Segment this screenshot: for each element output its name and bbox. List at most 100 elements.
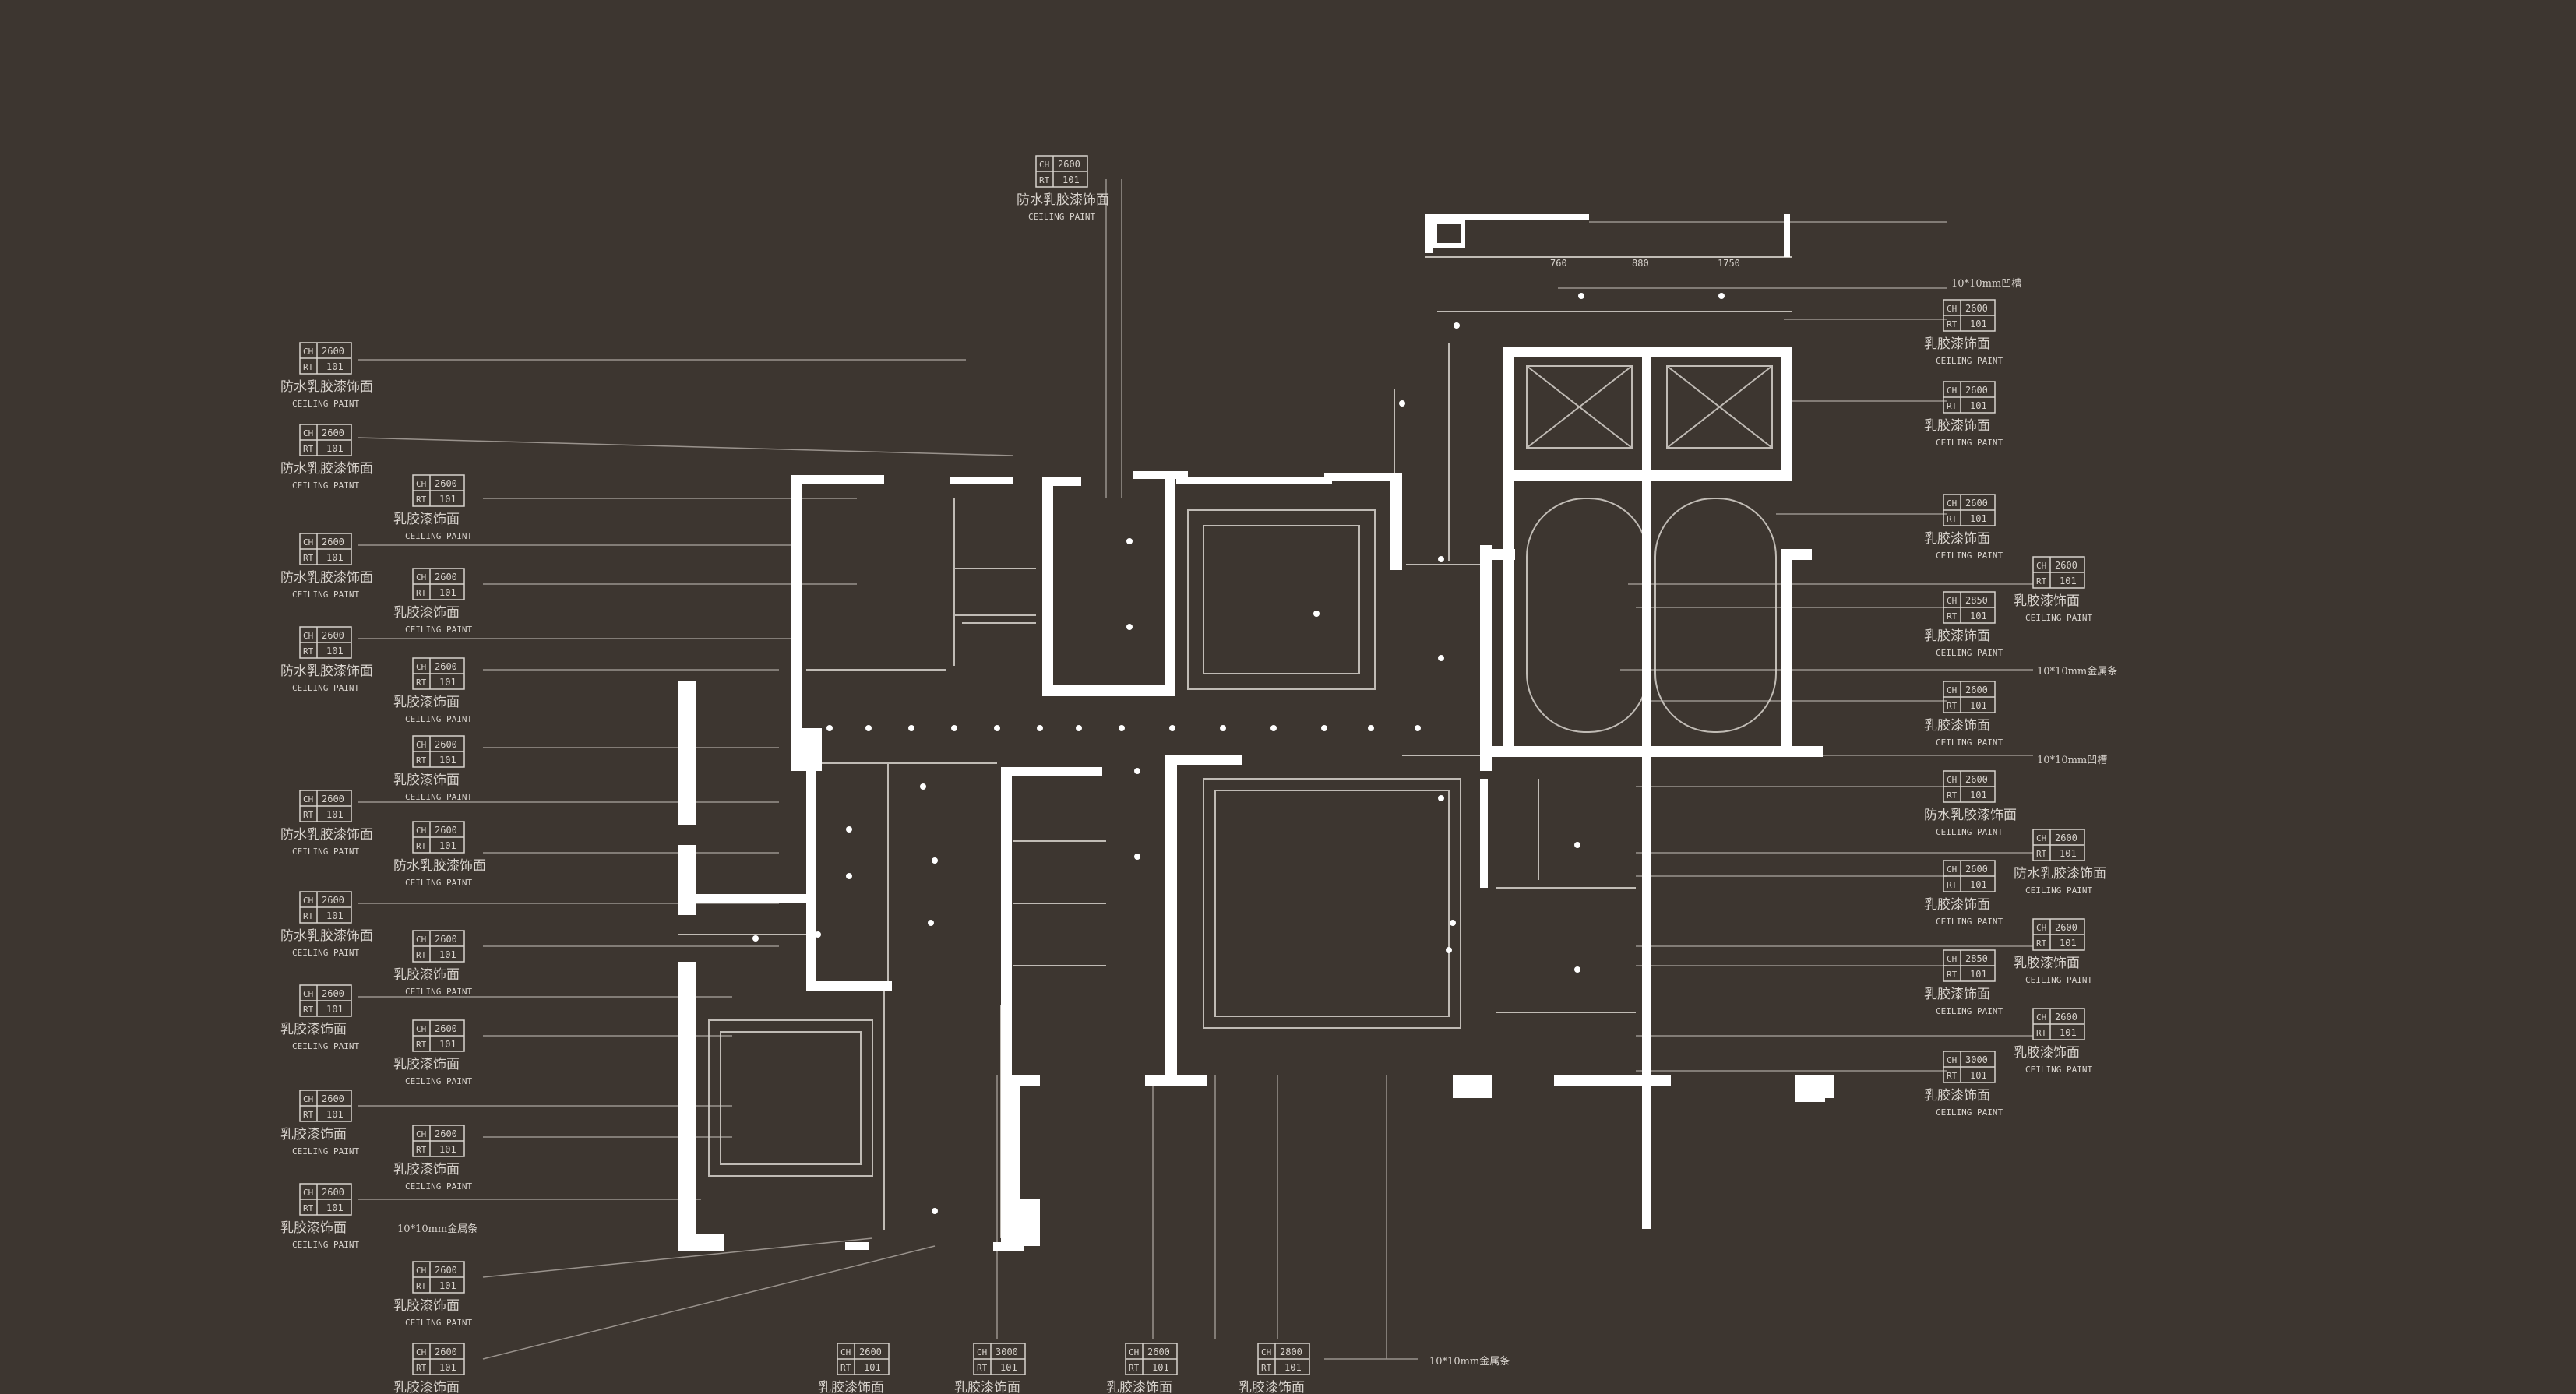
tag-material-en: CEILING PAINT [2025, 885, 2092, 896]
tag-ch-label: CH [416, 740, 426, 750]
tag-rt-label: RT [1947, 611, 1958, 621]
ceiling-recess-outline [1203, 525, 1360, 674]
tag-ch-label: CH [2036, 561, 2046, 571]
tag-ch-label: CH [1129, 1347, 1139, 1357]
leader-lines [358, 179, 2033, 1360]
tag-ch-label: CH [1947, 864, 1957, 875]
tag-material-en: CEILING PAINT [292, 590, 359, 600]
tag-rt-label: RT [977, 1363, 988, 1373]
tag-material-en: CEILING PAINT [405, 1181, 472, 1192]
tag-material-cn: 乳胶漆饰面 [2014, 593, 2080, 609]
interior-detail-lines [678, 256, 1792, 1238]
tag-ch-label: CH [303, 1188, 313, 1198]
tag-code-value: 101 [326, 1004, 344, 1015]
tag-code-value: 101 [1062, 174, 1080, 185]
tag-ch-label: CH [1947, 775, 1957, 785]
tag-ch-label: CH [303, 794, 313, 804]
tag-code-value: 101 [1970, 700, 1987, 711]
note-metal-strip-left: 10*10mm金属条 [397, 1223, 477, 1235]
tag-rt-label: RT [416, 841, 427, 851]
tag-code-value: 101 [1970, 400, 1987, 411]
tag-rt-label: RT [416, 950, 427, 960]
tag-ch-label: CH [303, 896, 313, 906]
tag-material-en: CEILING PAINT [405, 1076, 472, 1086]
tag-material-en: CEILING PAINT [292, 683, 359, 693]
tag-code-value: 101 [864, 1362, 881, 1373]
tag-material-cn: 防水乳胶漆饰面 [280, 461, 373, 477]
tag-code-value: 101 [1970, 611, 1987, 621]
tag-rt-label: RT [416, 1281, 427, 1291]
tag-code-value: 101 [439, 677, 456, 688]
tag-material-en: CEILING PAINT [1936, 551, 2003, 561]
tag-height-value: 2800 [1280, 1346, 1302, 1357]
tag-height-value: 2600 [435, 572, 457, 583]
tag-ch-label: CH [2036, 1012, 2046, 1023]
tag-height-value: 2600 [435, 661, 457, 672]
tag-ch-label: CH [416, 479, 426, 489]
tag-ch-label: CH [416, 825, 426, 836]
tag-material-cn: 防水乳胶漆饰面 [280, 379, 373, 395]
tag-height-value: 2600 [1965, 303, 1988, 314]
tag-material-en: CEILING PAINT [405, 625, 472, 635]
tag-ch-label: CH [1947, 1055, 1957, 1065]
tag-ch-label: CH [1947, 954, 1957, 964]
bathtub-outline-2 [1654, 498, 1777, 733]
tag-material-en: CEILING PAINT [292, 1240, 359, 1250]
tag-rt-label: RT [303, 553, 314, 563]
bathtub-outline-1 [1526, 498, 1648, 733]
tag-rt-label: RT [1947, 701, 1958, 711]
tag-material-cn: 乳胶漆饰面 [393, 1057, 460, 1072]
tag-height-value: 2600 [1965, 864, 1988, 875]
tag-height-value: 2600 [1965, 498, 1988, 509]
tag-ch-label: CH [416, 1129, 426, 1139]
tag-material-cn: 防水乳胶漆饰面 [1924, 808, 2017, 823]
tag-height-value: 2600 [322, 537, 344, 547]
annotation-notes: 10*10mm凹槽 10*10mm金属条 10*10mm凹槽 10*10mm金属… [397, 278, 2117, 1368]
tag-height-value: 2600 [2055, 560, 2077, 571]
note-slot-top: 10*10mm凹槽 [1951, 278, 2021, 290]
tag-height-value: 2850 [1965, 953, 1988, 964]
tag-material-en: CEILING PAINT [405, 1318, 472, 1328]
tag-rt-label: RT [2036, 849, 2047, 859]
tag-material-cn: 乳胶漆饰面 [393, 967, 460, 983]
tag-rt-label: RT [416, 1363, 427, 1373]
tag-rt-label: RT [303, 810, 314, 820]
tag-code-value: 101 [439, 949, 456, 960]
tag-material-en: CEILING PAINT [1936, 356, 2003, 366]
tag-ch-label: CH [1947, 498, 1957, 509]
tag-height-value: 2600 [435, 1023, 457, 1034]
tag-material-cn: 乳胶漆饰面 [1924, 336, 1990, 352]
tag-rt-label: RT [303, 1110, 314, 1120]
tag-material-cn: 乳胶漆饰面 [1239, 1380, 1305, 1394]
tag-code-value: 101 [439, 587, 456, 598]
tag-height-value: 2600 [322, 1187, 344, 1198]
tag-rt-label: RT [1261, 1363, 1272, 1373]
tag-material-cn: 乳胶漆饰面 [2014, 1045, 2080, 1061]
tag-material-cn: 防水乳胶漆饰面 [280, 664, 373, 679]
tag-ch-label: CH [303, 989, 313, 999]
tag-code-value: 101 [2060, 1027, 2077, 1038]
tag-height-value: 2850 [1965, 595, 1988, 606]
tag-ch-label: CH [2036, 923, 2046, 933]
elevator-car-1 [1526, 365, 1633, 449]
tag-material-cn: 乳胶漆饰面 [1924, 718, 1990, 734]
tag-code-value: 101 [326, 646, 344, 657]
tag-rt-label: RT [1947, 401, 1958, 411]
tag-rt-label: RT [1129, 1363, 1140, 1373]
tag-material-en: CEILING PAINT [292, 399, 359, 409]
tag-material-en: CEILING PAINT [2025, 613, 2092, 623]
tag-ch-label: CH [1039, 160, 1049, 170]
